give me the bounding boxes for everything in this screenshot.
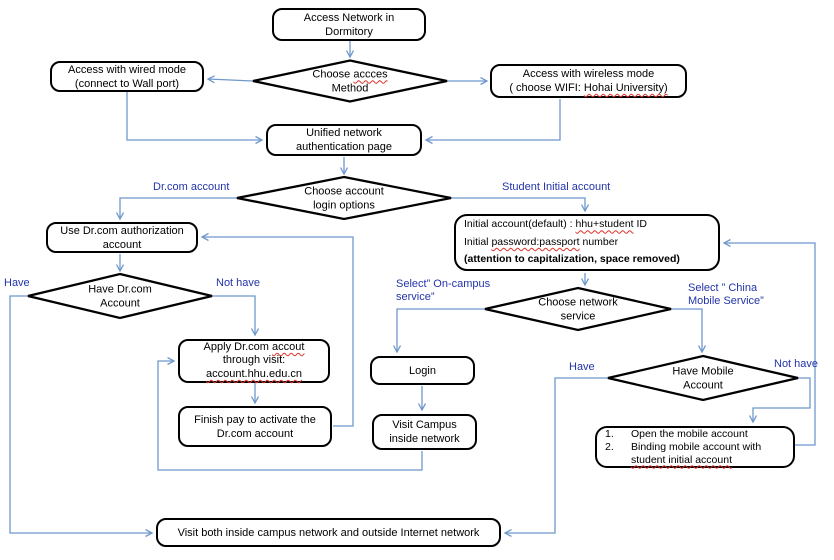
connector-access-to-wired [208,79,254,81]
edge-label-have-drcom: Have [4,277,30,289]
connector-oncampus-to-login [397,308,485,352]
node-text: through visit: [222,354,286,367]
misspelled-text: student initial account [631,453,732,466]
misspelled-text: hhu+student [575,218,634,231]
node-text: Visit both inside campus network and out… [177,526,480,539]
node-text: Visit Campus [392,419,457,431]
node-apply-drcom: Apply Dr.com accout through visit: accou… [178,339,330,383]
node-text: Unified network [306,127,382,139]
node-text: inside network [389,433,460,445]
node-text: authentication page [295,141,393,153]
node-text: Dormitory [325,25,373,38]
node-text: Open the mobile account [631,427,748,440]
misspelled-text: accces [353,68,388,81]
connector-finish-to-usedrcom [202,237,354,427]
connector-wired-to-unified [126,92,262,140]
node-visit-both-networks: Visit both inside campus network and out… [156,518,501,547]
connector-nothave-to-apply [212,295,255,335]
node-text: Apply Dr.com accout [203,340,305,353]
node-text: Initial account(default) : hhu+student I… [464,218,647,231]
list-number: 2. [605,440,614,453]
edge-label-have-mobile: Have [569,361,595,373]
misspelled-text: accout [272,340,305,353]
misspelled-text: password:passport [491,235,580,248]
edge-label-student-initial: Student Initial account [502,181,611,193]
list-item: 1. Open the mobile account [601,428,748,441]
node-text: ( choose WIFI: Hohai University) [509,82,668,94]
node-text: Access with wireless mode [522,68,655,80]
edge-label-nothave-mobile: Not have [774,358,819,370]
node-text: (connect to Wall port) [74,77,180,90]
node-wired-mode: Access with wired mode (connect to Wall … [50,61,204,92]
connector-chinamobile-to-havemobile [671,308,702,352]
node-use-drcom-account: Use Dr.com authorization account [46,222,198,253]
node-text: Login [409,364,436,377]
node-access-dormitory: Access Network in Dormitory [272,8,426,41]
decision-have-mobile-shape [607,354,799,402]
connector-nothave-to-mobilebox [753,377,811,422]
connector-have-to-bottom [9,295,152,533]
connector-account-to-initial [451,197,585,211]
node-text-bold: (attention to capitalization, space remo… [464,253,680,266]
node-wireless-mode: Access with wireless mode ( choose WIFI:… [490,64,687,98]
edge-label-drcom-account: Dr.com account [153,181,230,193]
node-initial-account-info: Initial account(default) : hhu+student I… [454,214,720,271]
connector-account-to-usedrcom [120,197,237,219]
decision-have-drcom-shape [27,272,213,320]
decision-choose-access-shape [252,59,448,103]
connector-wireless-to-unified [426,99,561,140]
node-text: Finish pay to activate the [194,413,316,426]
node-login: Login [370,356,475,385]
node-finish-pay: Finish pay to activate the Dr.com accoun… [178,406,332,447]
decision-choose-service-shape [484,286,672,332]
edge-label-nothave-drcom: Not have [216,277,261,289]
decision-choose-account-shape [236,175,452,221]
connector-mobilebox-to-initial [724,243,816,446]
node-text-url: account.hhu.edu.cn [205,367,303,380]
node-mobile-account-steps: 1. Open the mobile account 2. Binding mo… [595,426,795,468]
node-unified-auth-page: Unified network authentication page [266,124,422,156]
node-text: Use Dr.com authorization [60,224,184,237]
node-text: Initial password:passport number [464,235,619,248]
node-text: Dr.com account [216,427,294,440]
node-text: Access with wired mode [68,63,186,76]
list-number: 1. [605,427,614,440]
node-visit-campus: Visit Campus inside network [372,414,477,450]
decision-choose-access-label: Choose accces Method [312,68,388,95]
connector-havemobile-to-bottom [505,377,608,533]
node-text: account [102,238,142,251]
node-text: Access Network in [303,11,395,24]
misspelled-text: Hohai University) [583,82,668,94]
connector-visitcampus-to-apply [157,361,423,471]
